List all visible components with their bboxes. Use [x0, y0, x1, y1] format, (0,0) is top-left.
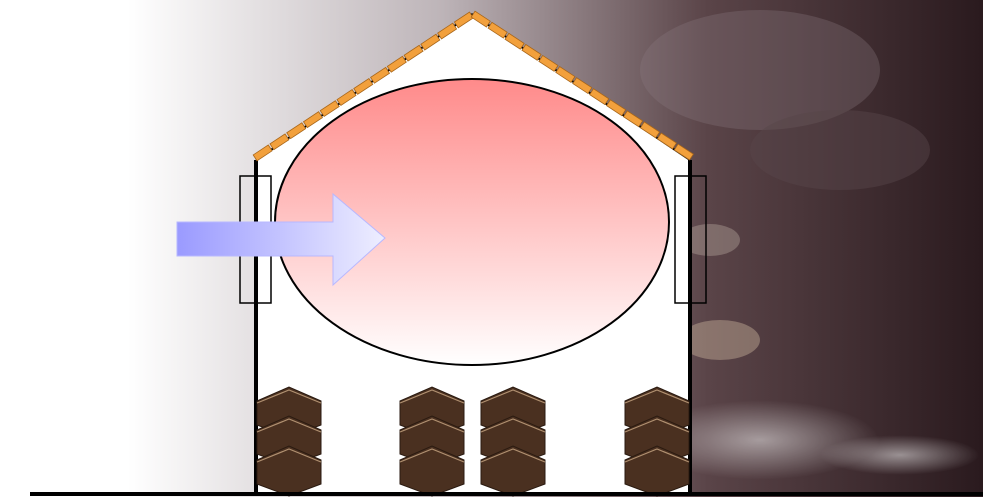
- roof-tile: [470, 10, 491, 28]
- barrel-ring: [480, 418, 546, 433]
- arrow-right-icon: [176, 192, 386, 287]
- barrel-stacks: [256, 386, 690, 497]
- roof-tile: [572, 77, 593, 95]
- barrel-icon: [256, 445, 322, 497]
- roof-tile: [353, 77, 374, 95]
- barrel-ring: [256, 389, 322, 404]
- barrel-ring: [624, 389, 690, 404]
- roof-tile: [319, 100, 340, 118]
- roof-tile: [336, 89, 357, 106]
- barrel-icon: [399, 445, 465, 497]
- roof-tile: [252, 144, 273, 162]
- roof-tile: [673, 143, 694, 161]
- roof-tile: [538, 54, 559, 72]
- barrel-ring: [399, 418, 465, 433]
- roof-tile: [656, 132, 677, 150]
- barrel-ring: [256, 448, 322, 463]
- barrel-icon: [480, 445, 546, 497]
- background-photo-highlights: [640, 10, 980, 480]
- roof-tile: [386, 55, 407, 73]
- roof-tile: [555, 66, 576, 83]
- barrel-ring: [624, 448, 690, 463]
- roof-tile: [420, 33, 441, 51]
- barrel-ring: [624, 418, 690, 433]
- barrel-icon: [624, 445, 690, 497]
- right-vent: [674, 175, 707, 304]
- roof-tile: [639, 121, 661, 139]
- roof-tile: [403, 44, 424, 62]
- roof-tile: [504, 32, 525, 50]
- barrel-ring: [399, 448, 465, 463]
- roof-tile: [521, 43, 542, 61]
- barrel-ring: [399, 389, 465, 404]
- roof-tile: [622, 110, 644, 128]
- roof-tile: [370, 66, 391, 84]
- barrel-ring: [480, 389, 546, 404]
- roof-tile: [437, 22, 458, 40]
- roof-tiles: [252, 10, 694, 162]
- roof-tile: [453, 11, 474, 29]
- roof-tile: [286, 122, 307, 140]
- roof-tile: [487, 21, 508, 39]
- roof-tile: [302, 111, 324, 129]
- roof-tile: [589, 88, 610, 106]
- barrel-ring: [480, 448, 546, 463]
- roof-tile: [606, 99, 627, 117]
- roof-tile: [269, 133, 290, 151]
- barrel-ring: [256, 418, 322, 433]
